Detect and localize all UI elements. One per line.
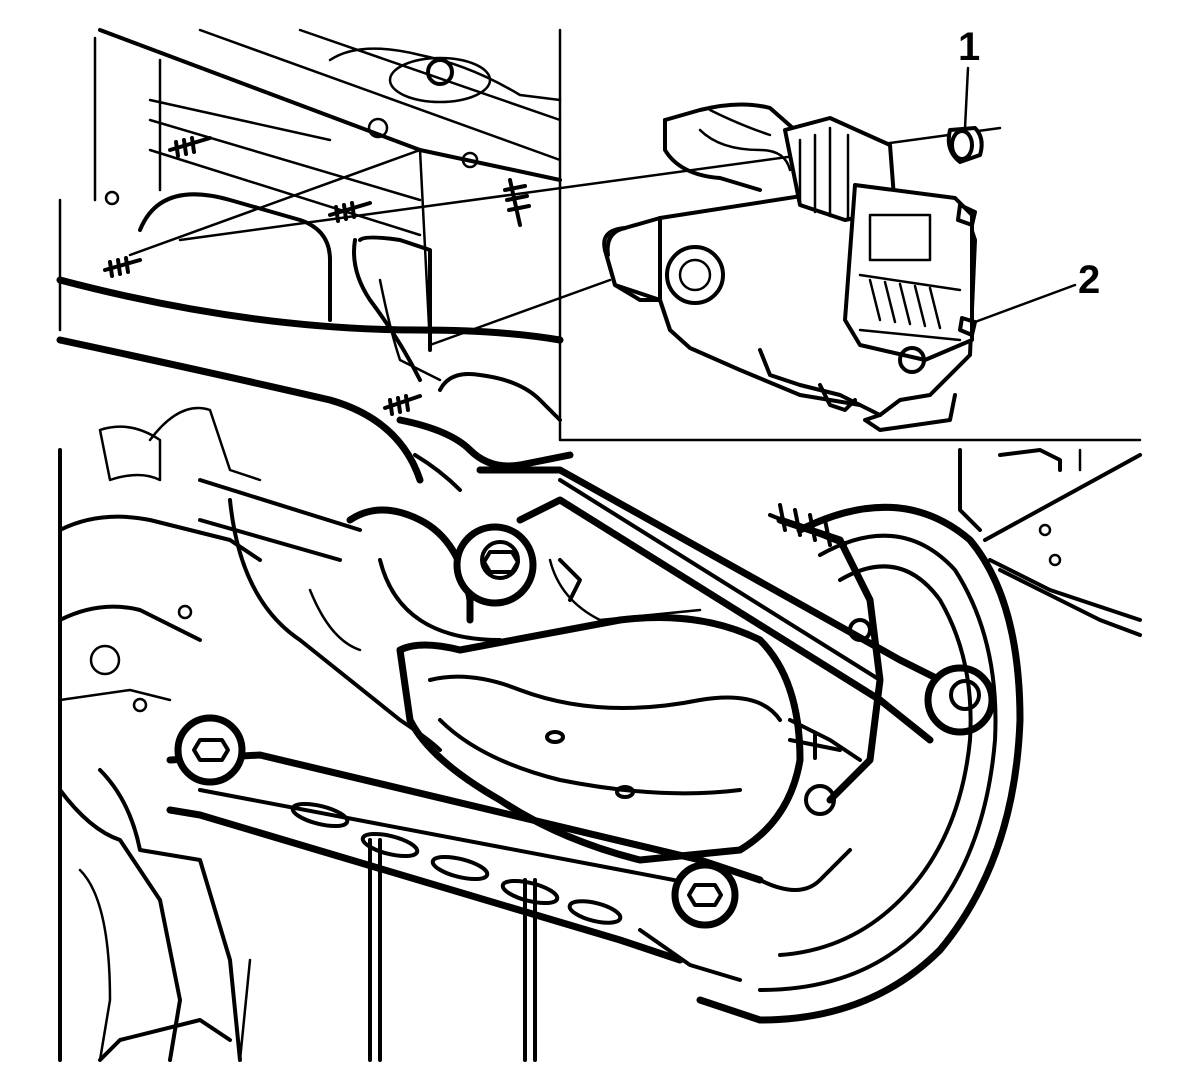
arm-hole	[290, 801, 350, 829]
callout-1-leader	[963, 66, 970, 130]
arm-hole	[500, 878, 560, 906]
callout-2-label: 2	[1078, 258, 1100, 302]
mount-stud-icon	[426, 58, 454, 86]
rear-suspension-view	[58, 406, 1142, 1062]
mounting-stud	[103, 256, 142, 278]
underbody-inset	[56, 28, 1142, 484]
arm-hole	[360, 831, 420, 859]
arm-hole	[430, 854, 490, 882]
arm-hole	[567, 899, 623, 925]
callout-2-leader	[973, 283, 1077, 324]
mounting-stud	[168, 136, 212, 158]
nut	[946, 66, 984, 164]
mounting-stud	[383, 394, 422, 416]
mounting-stud	[328, 201, 372, 223]
control-module	[602, 102, 1077, 432]
callout-1-label: 1	[958, 25, 980, 69]
